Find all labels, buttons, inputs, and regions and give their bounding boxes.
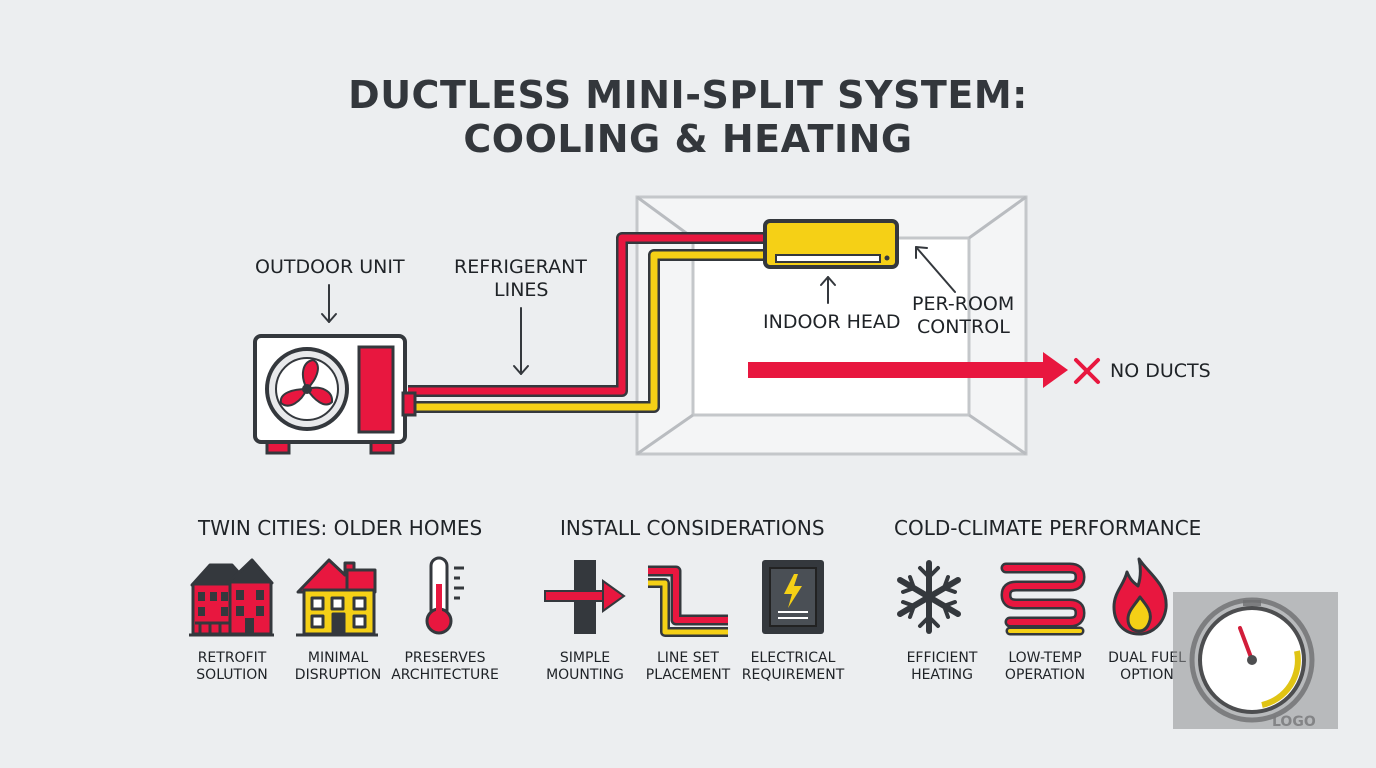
per-room-label-line2: CONTROL <box>917 316 1010 338</box>
per-room-label-line1: PER-ROOM <box>912 293 1015 315</box>
caption-efficient-line1: EFFICIENT <box>906 650 978 666</box>
indoor-head-label: INDOOR HEAD <box>763 311 901 333</box>
no-ducts-label: NO DUCTS <box>1110 360 1211 382</box>
caption-preserves-line1: PRESERVES <box>404 650 486 666</box>
snowflake-icon <box>897 560 961 634</box>
caption-lineset-line2: PLACEMENT <box>645 667 731 683</box>
no-ducts-x-icon <box>1074 358 1100 384</box>
caption-minimal-line1: MINIMAL <box>307 650 369 666</box>
heating-coil-icon <box>1000 562 1086 636</box>
caption-dualfuel-line1: DUAL FUEL <box>1108 650 1186 666</box>
refrigerant-label-line1: REFRIGERANT <box>454 256 587 278</box>
caption-minimal-line2: DISRUPTION <box>294 667 382 683</box>
caption-lowtemp-line2: OPERATION <box>1004 667 1086 683</box>
caption-lineset-line1: LINE SET <box>657 650 719 666</box>
wall-mount-arrow-icon <box>544 560 626 634</box>
outdoor-unit-label: OUTDOOR UNIT <box>255 256 405 278</box>
section-title-cold-climate: COLD-CLIMATE PERFORMANCE <box>894 516 1202 540</box>
gauge-logo-icon <box>1189 597 1315 723</box>
no-ducts-arrow <box>748 352 1068 388</box>
watermark-text: LOGO <box>1272 714 1316 730</box>
caption-preserves-line2: ARCHITECTURE <box>391 667 499 683</box>
caption-retrofit-line1: RETROFIT <box>197 650 267 666</box>
caption-mounting-line1: SIMPLE <box>559 650 611 666</box>
pointer-arrows <box>321 246 956 375</box>
refrigerant-label-line2: LINES <box>494 279 549 301</box>
caption-electrical-line1: ELECTRICAL <box>750 650 836 666</box>
outdoor-unit-icon <box>253 334 417 455</box>
flame-icon <box>1112 557 1168 636</box>
caption-mounting-line2: MOUNTING <box>546 667 624 683</box>
page-title-line2: COOLING & HEATING <box>463 117 913 161</box>
electrical-panel-icon <box>762 560 824 634</box>
page-title-line1: DUCTLESS MINI-SPLIT SYSTEM: <box>348 73 1028 117</box>
caption-dualfuel-line2: OPTION <box>1120 667 1174 683</box>
section-title-older-homes: TWIN CITIES: OLDER HOMES <box>198 516 483 540</box>
caption-retrofit-line2: SOLUTION <box>196 667 268 683</box>
yellow-house-icon <box>296 558 378 637</box>
section-title-install: INSTALL CONSIDERATIONS <box>560 516 825 540</box>
refrigerant-lines <box>408 232 770 413</box>
indoor-head-icon <box>763 219 899 269</box>
caption-electrical-line2: REQUIREMENT <box>741 667 845 683</box>
caption-efficient-line2: HEATING <box>911 667 973 683</box>
thermometer-icon <box>425 556 464 635</box>
line-set-icon <box>648 565 728 637</box>
victorian-house-icon <box>189 558 274 637</box>
caption-lowtemp-line1: LOW-TEMP <box>1008 650 1082 666</box>
